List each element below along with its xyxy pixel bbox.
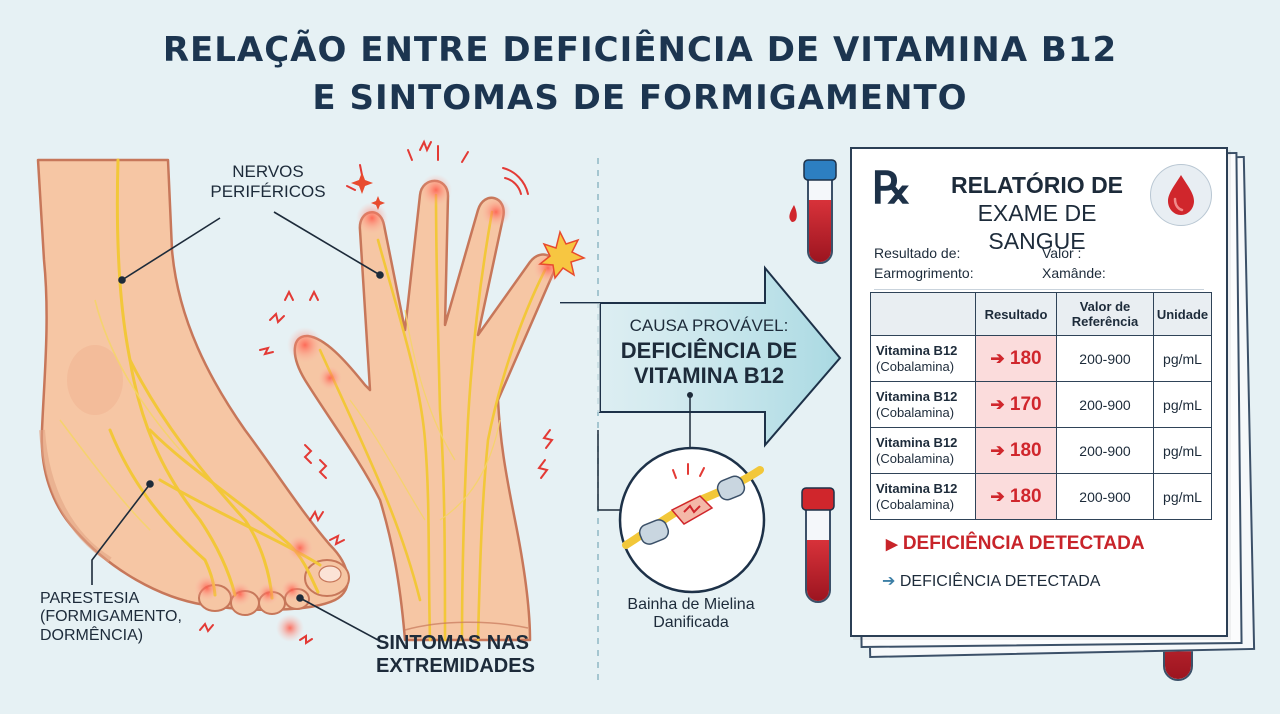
test-name-cell: Vitamina B12 (Cobalamina) <box>870 335 976 382</box>
title-line-2: E SINTOMAS DE FORMIGAMENTO <box>312 78 968 118</box>
arrow-right-icon: ➔ <box>882 573 896 590</box>
result-value: 170 <box>1009 393 1042 415</box>
report-title-line-1: RELATÓRIO DE <box>950 172 1124 198</box>
nerves-label-text: NERVOS PERIFÉRICOS <box>210 162 326 201</box>
test-subname: (Cobalamina) <box>876 496 955 512</box>
field-label: Resultado de: <box>874 245 961 261</box>
field-label: Xamânde: <box>1042 265 1106 281</box>
test-name-cell: Vitamina B12 (Cobalamina) <box>870 427 976 474</box>
reference-cell: 200-900 <box>1056 381 1154 428</box>
test-name: Vitamina B12 <box>876 342 958 358</box>
extremities-line-1: SINTOMAS NAS <box>376 632 529 654</box>
arrow-right-icon: ➔ <box>990 440 1005 460</box>
result-cell: ➔ 180 <box>975 473 1057 520</box>
unit-cell: pg/mL <box>1153 427 1212 474</box>
header-cell: Unidade <box>1153 292 1212 336</box>
report-title-line-2: EXAME DE SANGUE <box>977 200 1097 254</box>
arrow-right-icon: ➔ <box>990 394 1005 414</box>
deficiency-alert-primary: ▶ DEFICIÊNCIA DETECTADA <box>886 533 1145 555</box>
field-label: Earmogrimento: <box>874 265 974 281</box>
cause-label: CAUSA PROVÁVEL: DEFICIÊNCIA DE VITAMINA … <box>604 316 814 388</box>
test-name: Vitamina B12 <box>876 388 958 404</box>
paresthesia-line-2: (FORMIGAMENTO, <box>40 608 182 626</box>
table-row: Vitamina B12 (Cobalamina) ➔ 180 200-900 … <box>870 427 1212 474</box>
result-cell: ➔ 170 <box>975 381 1057 428</box>
paresthesia-label: PARESTESIA (FORMIGAMENTO, DORMÊNCIA) <box>40 590 182 645</box>
test-subname: (Cobalamina) <box>876 450 955 466</box>
deficiency-alert-secondary: ➔ DEFICIÊNCIA DETECTADA <box>882 571 1100 591</box>
result-value: 180 <box>1009 347 1042 369</box>
result-value: 180 <box>1009 485 1042 507</box>
cause-small-text: CAUSA PROVÁVEL: <box>629 316 789 335</box>
extremities-label: SINTOMAS NAS EXTREMIDADES <box>376 632 546 678</box>
myelin-label: Bainha de Mielina Danificada <box>606 596 776 633</box>
test-subname: (Cobalamina) <box>876 404 955 420</box>
cause-arrow <box>560 265 842 448</box>
reference-cell: 200-900 <box>1056 473 1154 520</box>
field-row: Earmogrimento: Xamânde: <box>874 263 1204 283</box>
test-name: Vitamina B12 <box>876 480 958 496</box>
results-header-row: Resultado Valor de Referência Unidade <box>870 292 1212 336</box>
field-row: Resultado de: Valor : <box>874 243 1204 263</box>
title-line-1: RELAÇÃO ENTRE DEFICIÊNCIA DE VITAMINA B1… <box>162 30 1118 70</box>
header-cell <box>870 292 976 336</box>
results-table: Resultado Valor de Referência Unidade Vi… <box>870 292 1212 520</box>
myelin-line-1: Bainha de Mielina <box>627 596 755 613</box>
cause-big-line-1: DEFICIÊNCIA DE <box>620 337 798 363</box>
foot-illustration <box>36 158 350 645</box>
table-row: Vitamina B12 (Cobalamina) ➔ 170 200-900 … <box>870 381 1212 428</box>
deficiency-alert-text: DEFICIÊNCIA DETECTADA <box>902 533 1145 554</box>
paresthesia-line-1: PARESTESIA <box>40 590 140 607</box>
header-cell: Valor de Referência <box>1056 292 1154 336</box>
test-name-cell: Vitamina B12 (Cobalamina) <box>870 381 976 428</box>
header-cell: Resultado <box>975 292 1057 336</box>
result-cell: ➔ 180 <box>975 427 1057 474</box>
reference-cell: 200-900 <box>1056 427 1154 474</box>
deficiency-alert-secondary-text: DEFICIÊNCIA DETECTADA <box>899 573 1101 590</box>
result-cell: ➔ 180 <box>975 335 1057 382</box>
test-name-cell: Vitamina B12 (Cobalamina) <box>870 473 976 520</box>
report-fields: Resultado de: Valor : Earmogrimento: Xam… <box>874 243 1204 290</box>
result-value: 180 <box>1009 439 1042 461</box>
rx-icon: ℞ <box>872 163 912 214</box>
triangle-right-icon: ▶ <box>886 536 898 553</box>
arrow-right-icon: ➔ <box>990 348 1005 368</box>
table-row: Vitamina B12 (Cobalamina) ➔ 180 200-900 … <box>870 473 1212 520</box>
test-name: Vitamina B12 <box>876 434 958 450</box>
page-title: RELAÇÃO ENTRE DEFICIÊNCIA DE VITAMINA B1… <box>0 26 1280 122</box>
blood-test-report: ℞ RELATÓRIO DE EXAME DE SANGUE Resultado… <box>850 147 1228 637</box>
field-label: Valor : <box>1042 245 1082 261</box>
arrow-right-icon: ➔ <box>990 486 1005 506</box>
paresthesia-line-3: DORMÊNCIA) <box>40 626 144 644</box>
test-subname: (Cobalamina) <box>876 358 955 374</box>
reference-cell: 200-900 <box>1056 335 1154 382</box>
unit-cell: pg/mL <box>1153 381 1212 428</box>
hand-illustration <box>259 139 587 642</box>
unit-cell: pg/mL <box>1153 473 1212 520</box>
unit-cell: pg/mL <box>1153 335 1212 382</box>
nerves-label: NERVOS PERIFÉRICOS <box>204 162 332 201</box>
extremities-line-2: EXTREMIDADES <box>376 655 535 677</box>
cause-big-line-2: VITAMINA B12 <box>633 362 785 388</box>
myelin-sheath-illustration <box>618 446 766 594</box>
report-title: RELATÓRIO DE EXAME DE SANGUE <box>926 171 1148 255</box>
table-row: Vitamina B12 (Cobalamina) ➔ 180 200-900 … <box>870 335 1212 382</box>
myelin-line-2: Danificada <box>653 614 729 632</box>
blood-drop-icon <box>1150 164 1212 226</box>
